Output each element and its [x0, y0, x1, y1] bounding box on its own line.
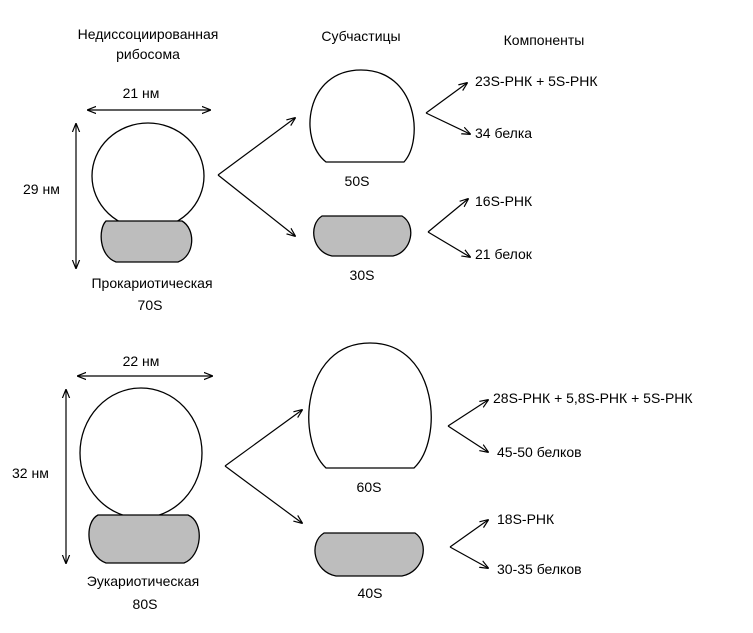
eukaryote-60s-component-rna: 28S-РНК + 5,8S-РНК + 5S-РНК [493, 390, 693, 406]
header-undissociated-line1: Недиссоциированная [78, 26, 219, 42]
eukaryote-40s-label: 40S [358, 585, 383, 601]
prokaryote-30s-arrow-protein [427, 231, 470, 257]
prokaryote-30s-subunit [313, 215, 412, 257]
prokaryote-small-subunit-shape [100, 220, 193, 263]
eukaryote-large-subunit-shape [79, 387, 203, 519]
eukaryote-arrow-to-large [224, 410, 302, 467]
prokaryote-50s-arrow-rna [425, 83, 467, 114]
eukaryote-60s-label: 60S [357, 479, 382, 495]
eukaryote-40s-arrow-protein [449, 546, 488, 568]
eukaryote-60s-arrow-rna [447, 400, 488, 427]
prokaryote-width-label: 21 нм [123, 85, 160, 101]
eukaryote-40s-component-protein: 30-35 белков [497, 561, 582, 577]
header-components: Компоненты [504, 32, 585, 48]
eukaryote-40s-arrow-rna [449, 520, 488, 548]
eukaryote-small-subunit-shape [88, 514, 200, 564]
eukaryote-section: 22 нм 32 нм Эукариотическая 80S 60S 40S … [12, 342, 693, 612]
eukaryote-name: Эукариотическая [87, 573, 199, 589]
prokaryote-30s-component-protein: 21 белок [475, 246, 533, 262]
prokaryote-30s-label: 30S [350, 267, 375, 283]
eukaryote-40s-component-rna: 18S-РНК [497, 511, 555, 527]
prokaryote-50s-label: 50S [345, 173, 370, 189]
prokaryote-arrow-to-large [217, 118, 295, 176]
header-subunits: Субчастицы [321, 28, 400, 44]
prokaryote-large-subunit-shape [91, 122, 205, 230]
prokaryote-name: Прокариотическая [91, 275, 212, 291]
prokaryote-arrow-to-small [217, 174, 295, 236]
prokaryote-sediment: 70S [138, 297, 163, 313]
eukaryote-width-label: 22 нм [123, 353, 160, 369]
eukaryote-60s-arrow-protein [447, 425, 488, 452]
prokaryote-50s-subunit [309, 69, 415, 163]
eukaryote-40s-subunit [314, 532, 424, 577]
prokaryote-50s-arrow-protein [425, 112, 470, 134]
prokaryote-50s-component-rna: 23S-РНК + 5S-РНК [475, 73, 598, 89]
prokaryote-30s-component-rna: 16S-РНК [475, 193, 533, 209]
prokaryote-height-label: 29 нм [23, 181, 60, 197]
prokaryote-30s-arrow-rna [427, 199, 468, 233]
eukaryote-60s-subunit [308, 342, 432, 469]
prokaryote-section: 21 нм 29 нм Прокариотическая 70S 50S 30S… [23, 69, 598, 313]
prokaryote-50s-component-protein: 34 белка [475, 125, 532, 141]
eukaryote-60s-component-protein: 45-50 белков [497, 444, 582, 460]
eukaryote-height-label: 32 нм [12, 465, 49, 481]
eukaryote-arrow-to-small [224, 465, 302, 523]
header-undissociated-line2: рибосома [116, 46, 180, 62]
eukaryote-sediment: 80S [133, 596, 158, 612]
